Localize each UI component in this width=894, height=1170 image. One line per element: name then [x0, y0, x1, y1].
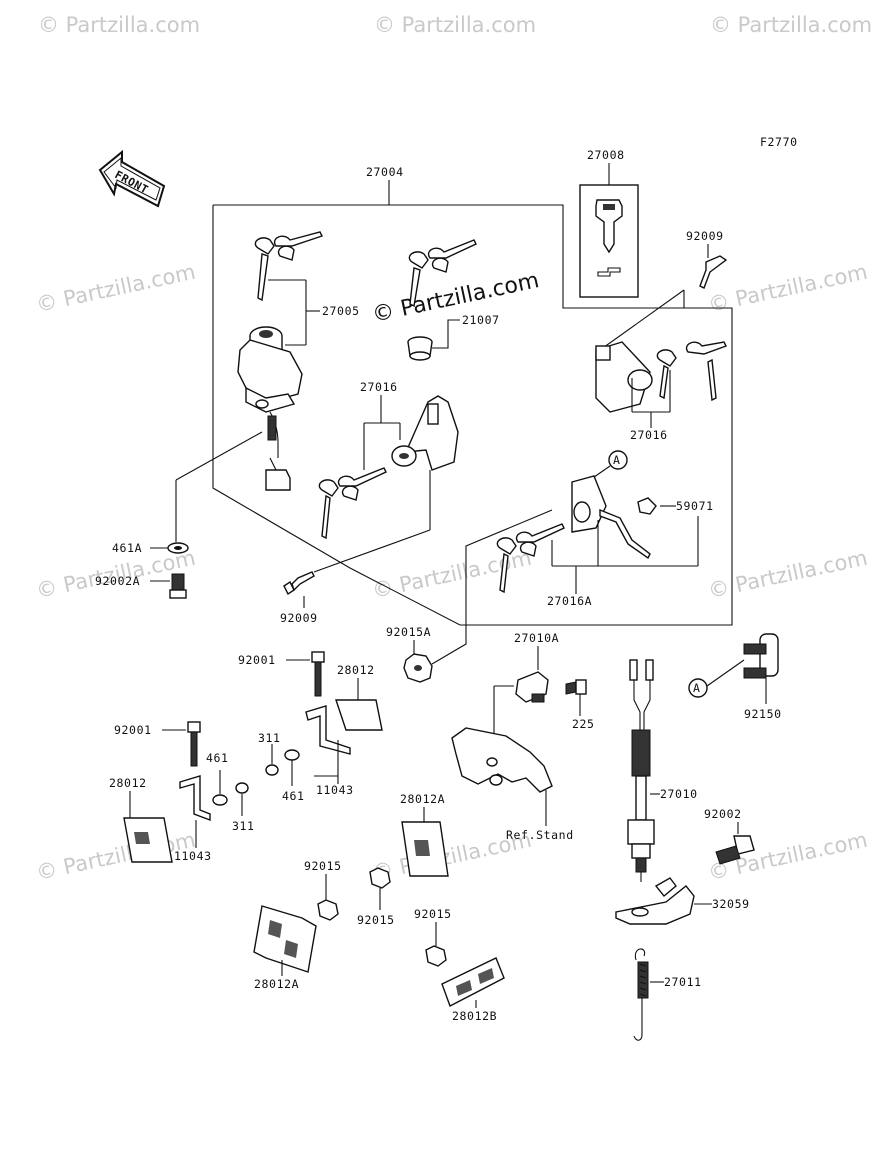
reflector-28012b: 28012B — [441, 957, 505, 1023]
kit-frame-27004: 27004 — [212, 165, 733, 626]
label-461a: 461A — [112, 541, 142, 555]
lock-27016-right: 27016 — [595, 341, 727, 442]
watermark: © Partzilla.com — [710, 13, 872, 37]
label-92002: 92002 — [704, 807, 742, 821]
front-arrow-icon: FRONT — [98, 149, 166, 208]
bolt-set-92150: A 92150 — [688, 633, 782, 721]
label-92015a: 92015A — [386, 625, 431, 639]
label-32059: 32059 — [712, 897, 750, 911]
screw-92009-top: 92009 — [599, 229, 728, 351]
lock-27016a: A 27016A 59071 — [496, 450, 714, 608]
seat-lock-27016: 27016 — [318, 380, 459, 540]
label-21007: 21007 — [462, 313, 500, 327]
label-27016-mid: 27016 — [360, 380, 398, 394]
reflector-28012a-center: 28012A — [400, 792, 449, 877]
bracket-group-upper: 92001 28012 311 461 11043 — [238, 651, 383, 803]
screw-92009-bottom: 92009 — [280, 470, 431, 625]
label-27008: 27008 — [587, 148, 625, 162]
label-11043-b: 11043 — [174, 849, 212, 863]
label-92001-b: 92001 — [114, 723, 152, 737]
nut-92015-group: 92015 92015 92015 — [304, 859, 452, 967]
label-461-a: 461 — [282, 789, 305, 803]
washer-461a: 461A — [112, 431, 263, 555]
bracket-32059: 32059 — [615, 877, 750, 925]
reflector-28012a-lower: 28012A — [253, 905, 317, 991]
label-ref-stand: Ref.Stand — [506, 828, 574, 842]
label-28012a-a: 28012A — [400, 792, 445, 806]
key-card-27008: 27008 — [579, 148, 639, 298]
bolt-92002a: 92002A — [95, 573, 187, 599]
label-59071: 59071 — [676, 499, 714, 513]
label-311-b: 311 — [232, 819, 255, 833]
label-92001-a: 92001 — [238, 653, 276, 667]
label-27010a: 27010A — [514, 631, 559, 645]
label-92150: 92150 — [744, 707, 782, 721]
watermark: © Partzilla.com — [706, 546, 870, 603]
label-27016-right: 27016 — [630, 428, 668, 442]
label-27004: 27004 — [366, 165, 404, 179]
switch-27010a: 27010A 225 — [493, 631, 595, 744]
figure-code: F2770 — [760, 135, 798, 149]
plug-21007: 21007 — [407, 313, 500, 361]
label-11043-a: 11043 — [316, 783, 354, 797]
watermark: © Partzilla.com — [34, 260, 198, 317]
label-28012b: 28012B — [452, 1009, 497, 1023]
label-27010: 27010 — [660, 787, 698, 801]
label-92015-a: 92015 — [304, 859, 342, 873]
ref-a-top: A — [613, 453, 621, 467]
label-461-b: 461 — [206, 751, 229, 765]
label-28012a-b: 28012A — [254, 977, 299, 991]
ref-a-bottom: A — [693, 681, 701, 695]
copyright-text: © Partzilla.com — [370, 268, 541, 328]
switch-27010: 27010 — [627, 659, 698, 882]
label-27016a: 27016A — [547, 594, 592, 608]
bracket-group-lower: 92001 28012 461 311 11043 — [109, 721, 255, 863]
label-28012-a: 28012 — [337, 663, 375, 677]
side-stand-bracket: Ref.Stand — [451, 727, 574, 842]
label-92009-bottom: 92009 — [280, 611, 318, 625]
label-92009-top: 92009 — [686, 229, 724, 243]
key-pair-top — [408, 239, 477, 308]
label-225: 225 — [572, 717, 595, 731]
ignition-switch — [237, 326, 303, 491]
label-92015-c: 92015 — [414, 907, 452, 921]
label-27011: 27011 — [664, 975, 702, 989]
label-311-a: 311 — [258, 731, 281, 745]
watermark: © Partzilla.com — [370, 546, 534, 603]
watermark: © Partzilla.com — [38, 13, 200, 37]
label-92002a: 92002A — [95, 574, 140, 588]
bolt-92002: 92002 — [704, 807, 755, 865]
label-27005: 27005 — [322, 304, 360, 318]
label-92015-b: 92015 — [357, 913, 395, 927]
watermark: © Partzilla.com — [374, 13, 536, 37]
label-28012-b: 28012 — [109, 776, 147, 790]
key-pair-27005: 27005 — [254, 231, 360, 346]
spring-27011: 27011 — [633, 948, 702, 1041]
nut-92015a: 92015A — [386, 509, 553, 683]
